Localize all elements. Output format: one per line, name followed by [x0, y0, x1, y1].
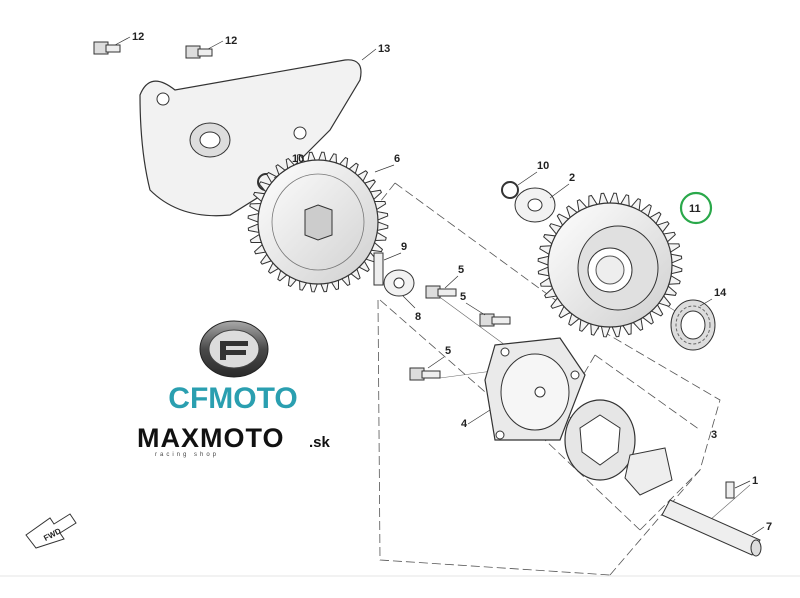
washer-part-2 — [514, 187, 556, 223]
label-part-10a: 10 — [292, 153, 304, 165]
bearing-part-14 — [670, 299, 716, 351]
maxmoto-tagline: racing shop — [155, 452, 219, 458]
cfmoto-wordmark: CFMOTO — [168, 382, 297, 415]
label-part-5c: 5 — [445, 345, 451, 357]
label-part-7: 7 — [766, 521, 772, 533]
label-part-5b: 5 — [460, 291, 466, 303]
label-part-8: 8 — [415, 311, 421, 323]
label-part-13: 13 — [378, 43, 390, 55]
pin-part-9 — [373, 252, 384, 286]
label-part-9: 9 — [401, 241, 407, 253]
fwd-arrow-icon: FWD — [25, 513, 77, 549]
label-part-10b: 10 — [537, 160, 549, 172]
bolt-part-12b — [185, 45, 213, 59]
washer-part-8 — [383, 269, 415, 297]
label-part-5a: 5 — [458, 264, 464, 276]
maxmoto-wordmark: MAXMOTO — [137, 423, 285, 453]
part-labels: 12 12 13 10 6 10 2 9 5 5 8 5 14 4 3 1 7 — [114, 31, 772, 536]
highlight-part-11: 11 — [679, 191, 713, 225]
cfmoto-logo: CFMOTO — [168, 320, 298, 415]
label-part-1: 1 — [752, 475, 758, 487]
shaft-part-7 — [661, 499, 762, 557]
bolt-part-12a — [93, 41, 121, 55]
label-part-3: 3 — [711, 429, 717, 441]
pump-housing-part-4 — [484, 337, 586, 441]
label-part-6: 6 — [394, 153, 400, 165]
rotor-part-3 — [564, 399, 673, 496]
label-part-14: 14 — [714, 287, 727, 299]
label-part-12b: 12 — [225, 35, 237, 47]
label-part-11: 11 — [689, 203, 701, 215]
cover-plate-part-13 — [139, 59, 362, 217]
label-part-12a: 12 — [132, 31, 144, 43]
gear-part-11 — [537, 192, 683, 338]
bolt-part-5b — [479, 313, 511, 327]
bolt-part-5a — [425, 285, 457, 299]
bolt-part-5c — [409, 367, 441, 381]
gear-part-6 — [247, 151, 389, 293]
maxmoto-tld: .sk — [309, 434, 331, 451]
label-part-2: 2 — [569, 172, 575, 184]
pin-part-1 — [725, 481, 735, 499]
circlip-part-10b — [501, 181, 519, 199]
label-part-4: 4 — [461, 418, 468, 430]
maxmoto-logo: MAXMOTO .sk racing shop — [137, 423, 331, 458]
